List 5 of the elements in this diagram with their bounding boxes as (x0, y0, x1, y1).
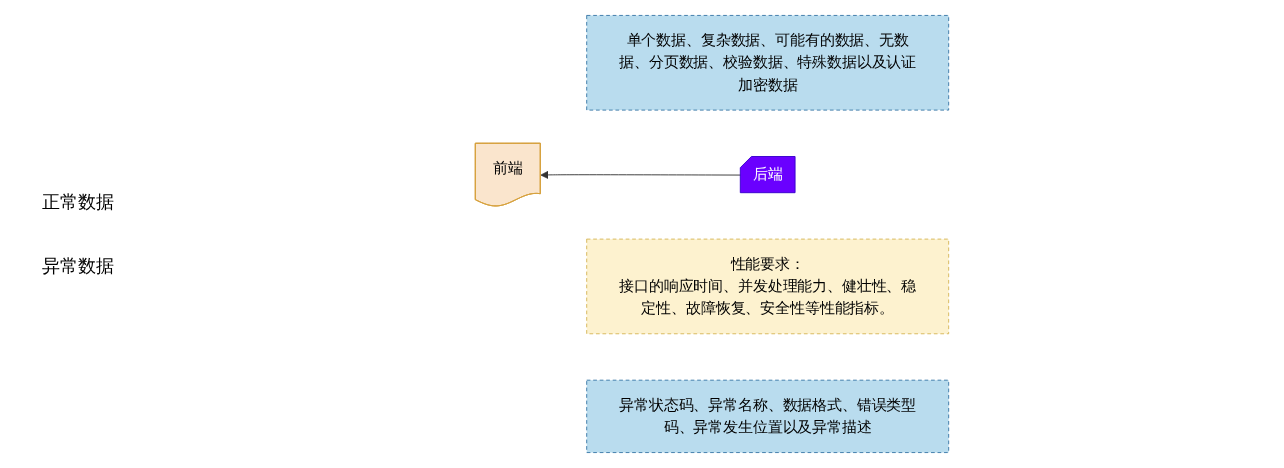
arrow-caption: 异常数据 (42, 254, 114, 278)
arrow-caption: 正常数据 (42, 190, 114, 214)
node-box: 单个数据、复杂数据、可能有的数据、无数据、分页数据、校验数据、特殊数据以及认证加密数据 (586, 14, 950, 111)
node-box: 异常状态码、异常名称、数据格式、错误类型码、异常发生位置以及异常描述 (586, 379, 950, 454)
node-box: 性能要求： 接口的响应时间、并发处理能力、健壮性、稳定性、故障恢复、安全性等性能指标。 (586, 238, 950, 335)
